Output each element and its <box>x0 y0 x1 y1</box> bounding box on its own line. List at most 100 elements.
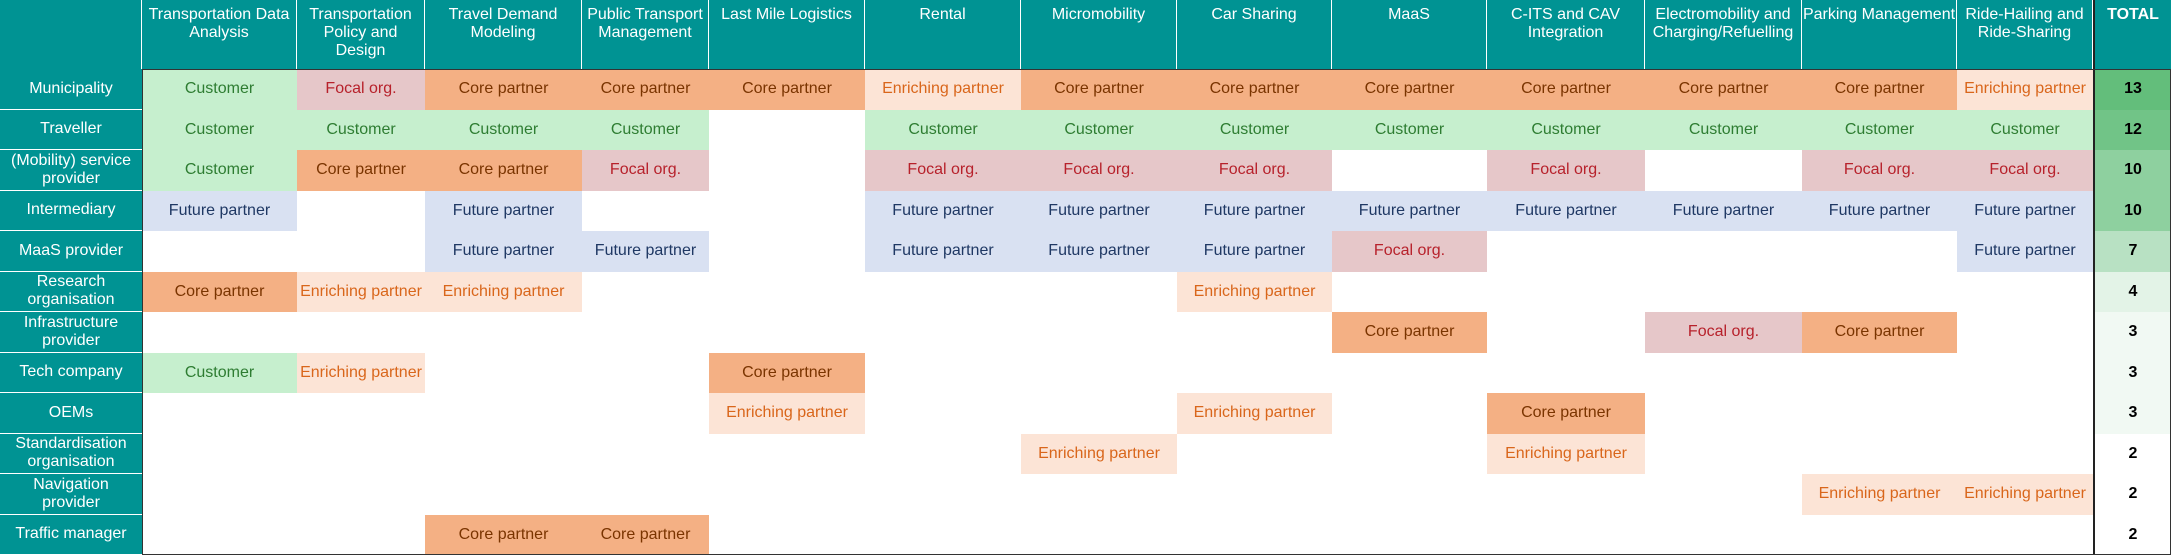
matrix-cell: Focal org. <box>297 69 425 110</box>
row-total: 3 <box>2093 312 2171 353</box>
matrix-cell: Enriching partner <box>1957 69 2093 110</box>
matrix-cell: Future partner <box>1487 190 1645 231</box>
matrix-cell: Enriching partner <box>1487 433 1645 474</box>
row-total: 3 <box>2093 393 2171 434</box>
row-total: 10 <box>2093 150 2171 191</box>
column-header: Car Sharing <box>1177 0 1332 69</box>
column-header: Last Mile Logistics <box>709 0 865 69</box>
column-header: Ride-Hailing and Ride-Sharing <box>1957 0 2093 69</box>
row-label: MaaS provider <box>0 231 142 272</box>
matrix-cell: Future partner <box>865 190 1021 231</box>
matrix-cell: Core partner <box>1645 69 1802 110</box>
matrix-cell: Focal org. <box>1487 150 1645 191</box>
column-header: Public Transport Management <box>582 0 709 69</box>
column-header: Rental <box>865 0 1021 69</box>
row-label: Tech company <box>0 352 142 393</box>
matrix-cell: Focal org. <box>1645 312 1802 353</box>
matrix-cell: Core partner <box>1021 69 1177 110</box>
column-header: C-ITS and CAV Integration <box>1487 0 1645 69</box>
matrix-cell: Core partner <box>1487 393 1645 434</box>
column-header: Transportation Policy and Design <box>297 0 425 69</box>
matrix-cell: Core partner <box>142 271 297 312</box>
row-label: Municipality <box>0 69 142 110</box>
matrix-cell: Core partner <box>425 69 582 110</box>
matrix-cell: Future partner <box>425 190 582 231</box>
matrix-cell: Focal org. <box>1332 231 1487 272</box>
matrix-cell: Enriching partner <box>425 271 582 312</box>
matrix-cell: Core partner <box>297 150 425 191</box>
matrix-cell: Future partner <box>1021 190 1177 231</box>
row-label: Infrastructure provider <box>0 312 142 353</box>
column-header: Transportation Data Analysis <box>142 0 297 69</box>
matrix-cell: Core partner <box>582 514 709 555</box>
column-header: Travel Demand Modeling <box>425 0 582 69</box>
table-corner <box>0 0 142 69</box>
matrix-cell: Core partner <box>1802 69 1957 110</box>
matrix-cell: Enriching partner <box>297 271 425 312</box>
matrix-cell: Customer <box>1487 109 1645 150</box>
matrix-cell: Future partner <box>1177 190 1332 231</box>
matrix-cell: Future partner <box>1177 231 1332 272</box>
matrix-cell: Future partner <box>1957 190 2093 231</box>
column-header: MaaS <box>1332 0 1487 69</box>
matrix-cell: Focal org. <box>1021 150 1177 191</box>
matrix-cell: Future partner <box>865 231 1021 272</box>
row-total: 13 <box>2093 69 2171 110</box>
row-label: (Mobility) service provider <box>0 150 142 191</box>
matrix-cell: Customer <box>1177 109 1332 150</box>
matrix-cell: Customer <box>1332 109 1487 150</box>
row-total: 2 <box>2093 474 2171 515</box>
matrix-cell: Future partner <box>1802 190 1957 231</box>
matrix-cell: Customer <box>142 150 297 191</box>
matrix-cell: Enriching partner <box>1957 474 2093 515</box>
row-label: Standardisation organisation <box>0 433 142 474</box>
matrix-cell: Future partner <box>142 190 297 231</box>
matrix-cell: Focal org. <box>582 150 709 191</box>
matrix-cell: Core partner <box>425 514 582 555</box>
matrix-cell: Core partner <box>709 69 865 110</box>
matrix-cell: Core partner <box>1177 69 1332 110</box>
matrix-cell: Core partner <box>1332 69 1487 110</box>
matrix-cell: Customer <box>425 109 582 150</box>
row-total: 7 <box>2093 231 2171 272</box>
matrix-cell: Future partner <box>425 231 582 272</box>
matrix-cell: Enriching partner <box>1802 474 1957 515</box>
row-label: Navigation provider <box>0 474 142 515</box>
matrix-cell: Core partner <box>425 150 582 191</box>
matrix-cell: Customer <box>1645 109 1802 150</box>
matrix-cell: Enriching partner <box>709 393 865 434</box>
matrix-cell: Core partner <box>582 69 709 110</box>
matrix-cell: Focal org. <box>1802 150 1957 191</box>
matrix-cell: Enriching partner <box>1177 271 1332 312</box>
row-total: 2 <box>2093 433 2171 474</box>
matrix-cell: Customer <box>1802 109 1957 150</box>
matrix-cell: Core partner <box>1802 312 1957 353</box>
matrix-cell: Core partner <box>709 352 865 393</box>
column-header: Parking Management <box>1802 0 1957 69</box>
row-total: 4 <box>2093 271 2171 312</box>
matrix-cell: Future partner <box>1332 190 1487 231</box>
row-label: Traveller <box>0 109 142 150</box>
row-label: Traffic manager <box>0 514 142 555</box>
row-label: Research organisation <box>0 271 142 312</box>
matrix-cell: Customer <box>142 69 297 110</box>
matrix-cell: Future partner <box>1957 231 2093 272</box>
matrix-cell: Customer <box>865 109 1021 150</box>
matrix-cell: Enriching partner <box>1021 433 1177 474</box>
matrix-cell: Core partner <box>1332 312 1487 353</box>
matrix-cell: Enriching partner <box>1177 393 1332 434</box>
row-label: Intermediary <box>0 190 142 231</box>
row-label: OEMs <box>0 393 142 434</box>
matrix-cell: Focal org. <box>1957 150 2093 191</box>
matrix-cell: Future partner <box>1645 190 1802 231</box>
matrix-cell: Focal org. <box>865 150 1021 191</box>
column-header: Electromobility and Charging/Refuelling <box>1645 0 1802 69</box>
matrix-cell: Customer <box>1021 109 1177 150</box>
matrix-cell: Customer <box>297 109 425 150</box>
matrix-cell: Enriching partner <box>297 352 425 393</box>
matrix-cell: Future partner <box>1021 231 1177 272</box>
matrix-cell: Customer <box>142 109 297 150</box>
row-total: 10 <box>2093 190 2171 231</box>
matrix-cell: Customer <box>582 109 709 150</box>
matrix-cell: Customer <box>1957 109 2093 150</box>
